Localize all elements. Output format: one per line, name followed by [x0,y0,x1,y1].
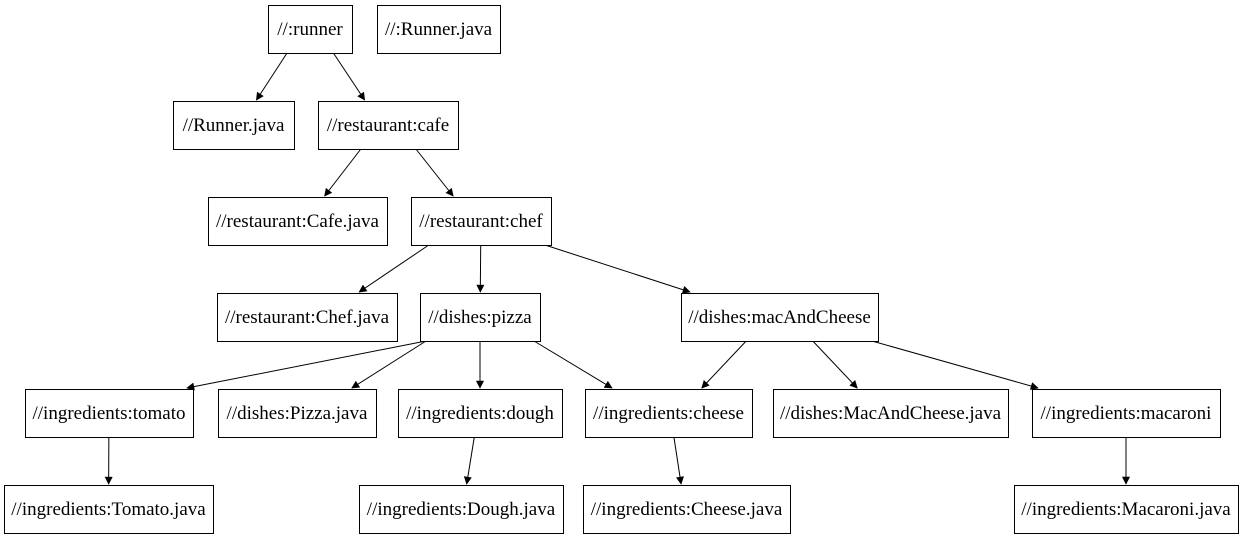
node-box [585,389,753,438]
node-box [1014,485,1239,534]
node-runner-java: //Runner.java [173,101,295,150]
node-runner-java-root: //:Runner.java [377,5,501,54]
node-box [411,197,552,246]
node-dough: //ingredients:dough [398,389,563,438]
node-label: //dishes:macAndCheese [688,307,871,328]
edge-mac-and-cheese-to-macaroni [871,340,1039,390]
node-box [218,389,377,438]
node-chef: //restaurant:chef [411,197,552,246]
node-box [377,5,501,54]
edge-chef-to-chef-java [358,244,430,293]
node-macaroni-java: //ingredients:Macaroni.java [1014,485,1239,534]
node-tomato-java: //ingredients:Tomato.java [4,485,214,534]
node-box [359,485,564,534]
node-box [173,101,295,150]
nodes-layer: //:runner //:Runner.java //Runner.java //re… [4,5,1239,534]
node-mac-and-cheese: //dishes:macAndCheese [681,293,879,342]
node-box [217,293,398,342]
node-label: //dishes:pizza [428,307,532,328]
node-tomato: //ingredients:tomato [25,389,194,438]
node-box [1032,389,1221,438]
edges-layer [104,52,1130,485]
edge-runner-to-runner-java [256,52,288,101]
edge-mac-and-cheese-to-cheese [701,340,747,389]
node-label: //restaurant:Cafe.java [216,211,380,232]
node-label: //ingredients:Tomato.java [11,499,206,520]
node-pizza: //dishes:pizza [420,293,541,342]
node-pizza-java: //dishes:Pizza.java [218,389,377,438]
node-box [773,389,1009,438]
node-cheese: //ingredients:cheese [585,389,753,438]
node-label: //restaurant:cafe [327,115,449,136]
edge-pizza-to-pizza-java [351,340,427,389]
node-box [318,101,459,150]
node-label: //ingredients:Cheese.java [591,499,783,520]
node-box [398,389,563,438]
edge-cafe-to-cafe-java [324,148,362,197]
node-box [583,485,791,534]
node-cafe-java: //restaurant:Cafe.java [208,197,388,246]
node-label: //Runner.java [183,115,285,136]
edge-dough-to-dough-java [463,436,475,485]
node-box [4,485,214,534]
node-label: //ingredients:dough [406,403,554,424]
node-label: //restaurant:Chef.java [225,307,390,328]
edge-cheese-to-cheese-java [673,436,684,485]
node-label: //ingredients:Dough.java [367,499,556,520]
node-label: //:runner [277,19,343,40]
node-cafe: //restaurant:cafe [318,101,459,150]
node-label: //:Runner.java [385,19,493,40]
node-box [208,197,388,246]
node-cheese-java: //ingredients:Cheese.java [583,485,791,534]
node-label: //dishes:Pizza.java [227,403,368,424]
node-label: //restaurant:chef [419,211,543,232]
node-label: //ingredients:tomato [32,403,185,424]
edge-mac-and-cheese-to-mac-and-cheese-java [812,340,858,389]
edge-pizza-to-cheese [533,340,613,389]
node-box [420,293,541,342]
node-runner: //:runner [268,5,353,54]
node-label: //ingredients:cheese [593,403,744,424]
node-macaroni: //ingredients:macaroni [1032,389,1221,438]
node-box [681,293,879,342]
edge-chef-to-mac-and-cheese [544,244,691,294]
edge-runner-to-cafe [332,52,366,101]
edge-pizza-to-tomato [186,340,427,391]
node-chef-java: //restaurant:Chef.java [217,293,398,342]
node-label: //ingredients:Macaroni.java [1021,499,1231,520]
node-dough-java: //ingredients:Dough.java [359,485,564,534]
node-box [25,389,194,438]
node-mac-and-cheese-java: //dishes:MacAndCheese.java [773,389,1009,438]
node-label: //dishes:MacAndCheese.java [780,403,1002,424]
edge-cafe-to-chef [415,148,454,197]
node-label: //ingredients:macaroni [1041,403,1212,424]
node-box [268,5,353,54]
